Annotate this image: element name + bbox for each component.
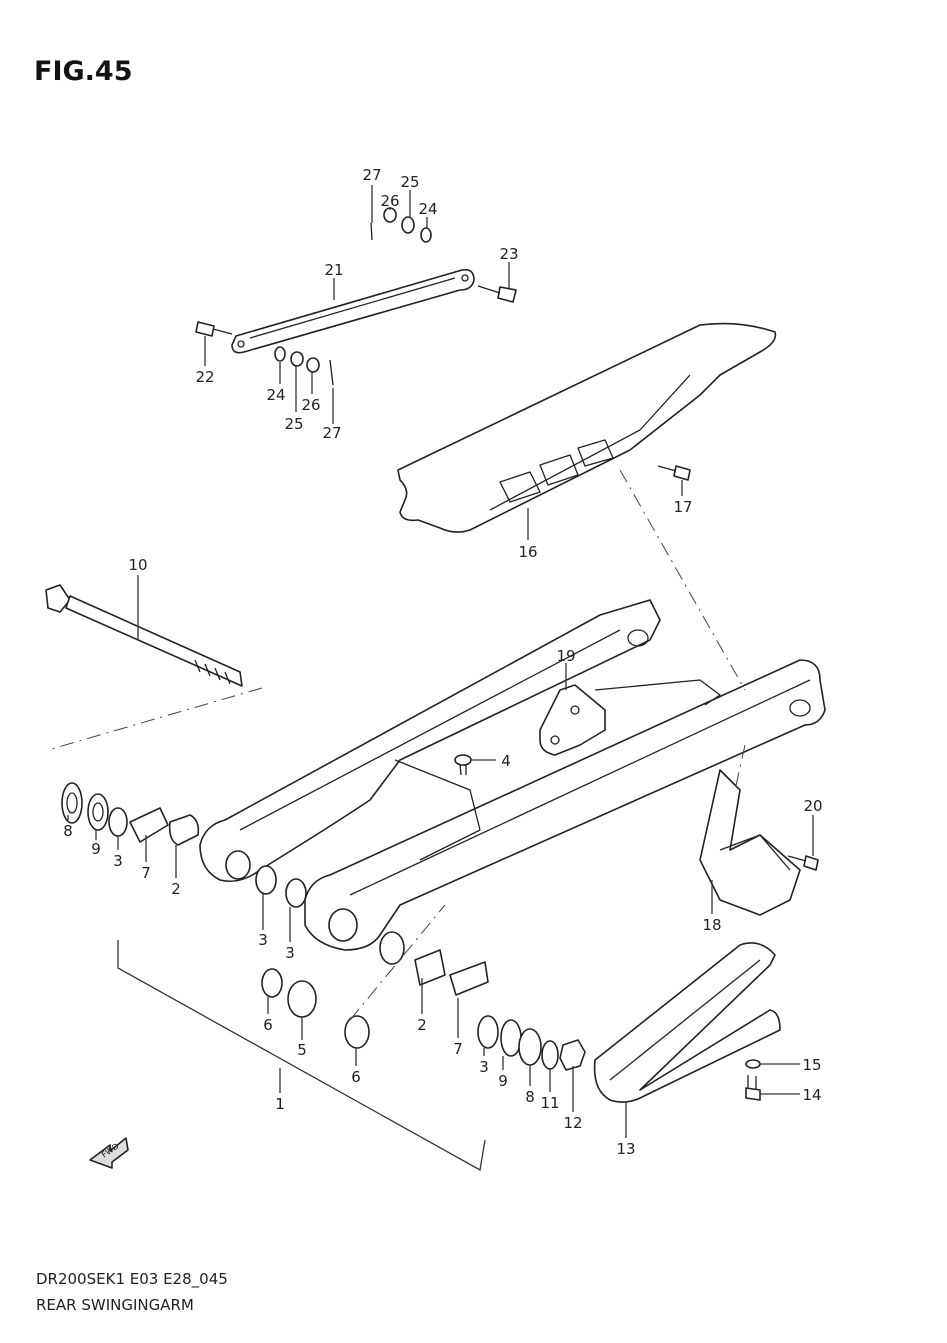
callout-16: 16 [518, 543, 537, 561]
callout-19: 19 [556, 647, 575, 665]
callout-22: 22 [195, 368, 214, 386]
callout-2-left: 2 [171, 880, 181, 898]
callout-27-bottom: 27 [322, 424, 341, 442]
callout-17: 17 [673, 498, 692, 516]
callout-2-right: 2 [417, 1016, 427, 1034]
callout-26-top: 26 [380, 192, 399, 210]
model-code: DR200SEK1 E03 E28_045 [36, 1270, 228, 1289]
left-bushings [61, 782, 200, 846]
screw-4-part [454, 754, 472, 776]
callout-4: 4 [501, 752, 511, 770]
bolt-17-part [657, 465, 691, 481]
callout-12: 12 [563, 1114, 582, 1132]
callout-21: 21 [324, 261, 343, 279]
callout-27-top: 27 [362, 166, 381, 184]
callout-7-right: 7 [453, 1040, 463, 1058]
callout-3-left: 3 [113, 852, 123, 870]
chain-case-part [397, 322, 777, 533]
pivot-shaft-part [45, 584, 243, 687]
washer-15-part [745, 1059, 761, 1069]
callout-8-right: 8 [525, 1088, 535, 1106]
assembly-guide-lines [47, 469, 746, 1172]
callout-9-right: 9 [498, 1072, 508, 1090]
callout-25-bottom: 25 [284, 415, 303, 433]
callout-15: 15 [802, 1056, 821, 1074]
callout-11: 11 [540, 1094, 559, 1112]
washers-nuts-bottom [274, 346, 334, 386]
callout-20: 20 [803, 797, 822, 815]
callout-13: 13 [616, 1140, 635, 1158]
fwd-arrow-icon: FWD [89, 1137, 129, 1169]
callout-8-left: 8 [63, 822, 73, 840]
callout-3-right: 3 [479, 1058, 489, 1076]
bolt-22-part [195, 321, 233, 337]
middle-bushings [255, 865, 307, 908]
callout-7-left: 7 [141, 864, 151, 882]
bolt-23-part [477, 285, 517, 303]
callout-5: 5 [297, 1041, 307, 1059]
leader-lines [67, 185, 814, 1138]
bolt-14-part [745, 1075, 761, 1101]
callout-labels: 27 26 25 24 23 21 22 24 25 26 27 17 16 1… [63, 166, 822, 1158]
callout-18: 18 [702, 916, 721, 934]
callout-26-bottom: 26 [301, 396, 320, 414]
right-bushings [379, 931, 586, 1071]
figure-title: FIG.45 [34, 56, 132, 87]
callout-6-b: 6 [351, 1068, 361, 1086]
callout-9-left: 9 [91, 840, 101, 858]
callout-10: 10 [128, 556, 147, 574]
callout-24-top: 24 [418, 200, 437, 218]
bolt-20-part [787, 855, 819, 871]
callout-3-middle-b: 3 [285, 944, 295, 962]
section-title: REAR SWINGINGARM [36, 1296, 194, 1314]
bracket-19-part [539, 684, 606, 756]
callout-25-top: 25 [400, 173, 419, 191]
callout-1: 1 [275, 1095, 285, 1113]
callout-14: 14 [802, 1086, 821, 1104]
swingarm-part [199, 599, 826, 951]
callout-23: 23 [499, 245, 518, 263]
callout-3-middle-a: 3 [258, 931, 268, 949]
lower-bearings [261, 968, 370, 1049]
chain-buffer-part [593, 942, 781, 1103]
callout-6-a: 6 [263, 1016, 273, 1034]
torque-rod-part [231, 268, 475, 354]
chain-guide-18-part [699, 769, 801, 916]
callout-24-bottom: 24 [266, 386, 285, 404]
